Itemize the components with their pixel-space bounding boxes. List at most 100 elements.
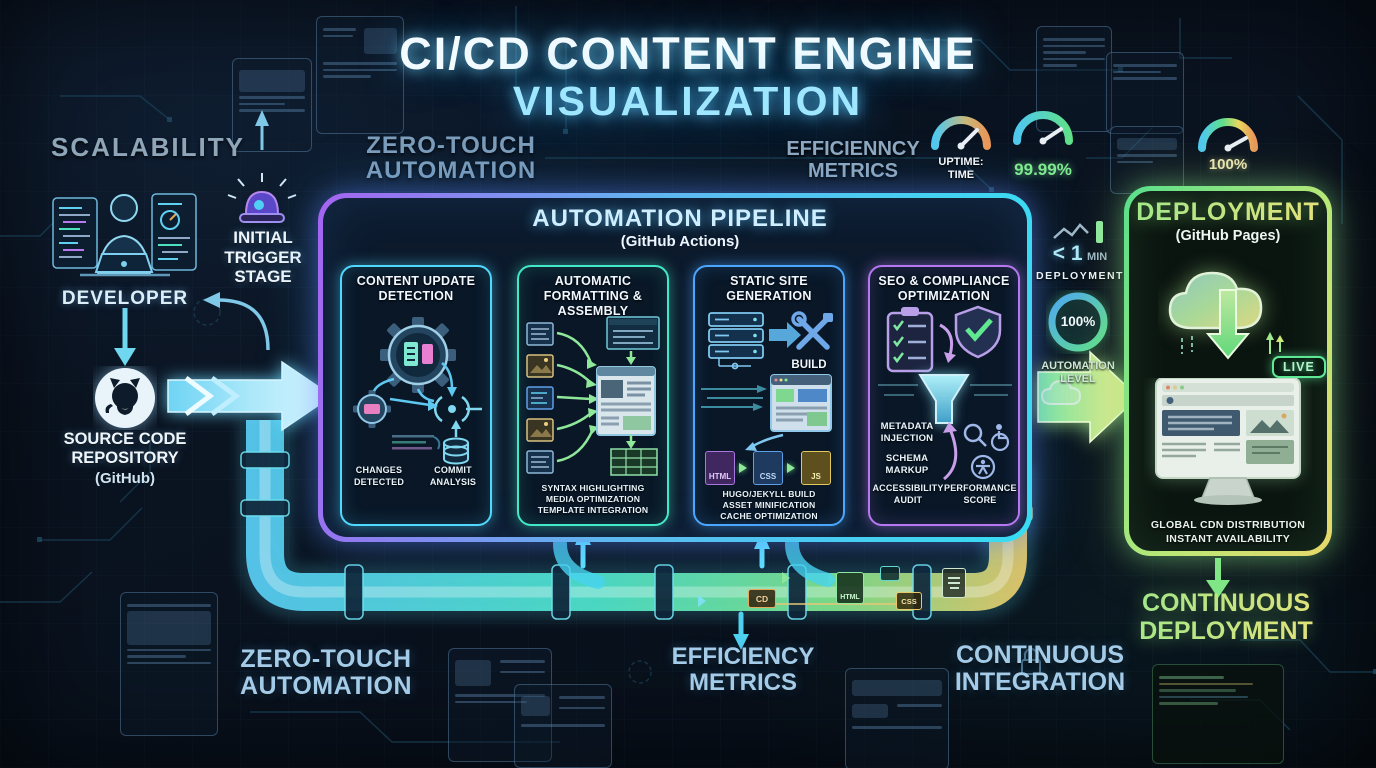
speed-lines	[701, 385, 767, 411]
stage1-art	[353, 317, 482, 465]
stage1-item-commit-analysis: COMMIT ANALYSIS	[429, 465, 477, 487]
stage-automatic-formatting-assembly: AUTOMATIC FORMATTING & ASSEMBLY	[517, 265, 669, 526]
stage3-art	[701, 311, 833, 451]
stage1-item-changes-detected: CHANGES DETECTED	[353, 465, 405, 487]
stage2-title: AUTOMATIC FORMATTING & ASSEMBLY	[543, 274, 643, 318]
stage1-title: CONTENT UPDATE DETECTION	[356, 274, 476, 303]
deployment-time-unit: MIN	[1087, 251, 1108, 263]
microcode-lines	[392, 435, 441, 450]
arrow-right-icon	[739, 463, 747, 473]
assembled-page-mock	[596, 366, 656, 436]
scalability-label: SCALABILITY	[51, 132, 245, 162]
deployment-sparkline	[1053, 221, 1103, 243]
code-editor-card	[1152, 664, 1284, 764]
checklist-clipboard-icon	[886, 307, 934, 373]
stage4-item-performance: PERFORMANCE SCORE	[944, 483, 1017, 505]
gear-icon	[380, 317, 456, 393]
developer-label: DEVELOPER	[61, 288, 189, 309]
generated-site-mock	[770, 374, 832, 432]
wireframe-card	[232, 58, 312, 152]
efficiency-bottom-label: EFFICIENCY METRICS	[671, 643, 815, 696]
wireframe-card	[1106, 52, 1184, 134]
pipe-branches	[553, 527, 835, 650]
stage4-title: SEO & COMPLIANCE OPTIMIZATION	[878, 274, 1010, 303]
uptime-gauge-label: UPTIME: TIME	[938, 156, 984, 182]
zero-touch-top-label: ZERO-TOUCH AUTOMATION	[365, 132, 537, 185]
signal-icon	[433, 395, 482, 423]
source-repo-sub-label: (GitHub)	[95, 470, 155, 487]
continuous-deployment-label: CONTINUOUS DEPLOYMENT	[1124, 589, 1328, 645]
source-repo-label: SOURCE CODE REPOSITORY	[63, 430, 187, 467]
deployment-cloud-icon	[1168, 271, 1284, 360]
developer-illustration	[52, 193, 197, 277]
stage2-art	[526, 316, 660, 476]
main-pipe	[238, 420, 1035, 620]
developer-to-repo-arrow	[114, 308, 136, 366]
table-grid-icon	[610, 435, 658, 476]
search-icon	[963, 423, 987, 447]
deployment-title: DEPLOYMENT	[1128, 198, 1328, 227]
page-title-line1: CI/CD CONTENT ENGINE	[399, 28, 977, 79]
trigger-arrows	[203, 110, 270, 351]
wireframe-card	[845, 668, 949, 768]
funnel-icon	[878, 374, 1012, 424]
pipeline-to-deployment-arrow	[1037, 350, 1140, 444]
database-icon	[443, 420, 469, 465]
stage-seo-compliance-optimization: SEO & COMPLIANCE OPTIMIZATION	[868, 265, 1020, 526]
code-block-icon	[526, 386, 554, 410]
chip-icon	[880, 566, 900, 581]
css-file-badge: CSS	[896, 592, 922, 610]
cd-file-badge: CD	[748, 589, 776, 608]
js-file-icon: JS	[801, 451, 831, 485]
wireframe-card	[1110, 126, 1184, 194]
assembly-arrows	[556, 331, 599, 463]
wireframe-card	[120, 592, 218, 736]
siren-icon	[227, 173, 297, 223]
stage3-title: STATIC SITE GENERATION	[726, 274, 812, 303]
html-file-icon: HTML	[705, 451, 735, 485]
gauge-mini-icon	[160, 210, 180, 230]
deployment-subtitle: (GitHub Pages)	[1175, 228, 1281, 244]
pipeline-title: AUTOMATION PIPELINE	[532, 205, 828, 232]
doc-icon-2	[526, 450, 554, 474]
shield-check-icon	[954, 305, 1002, 359]
stage3-items: HUGO/JEKYLL BUILD ASSET MINIFICATION CAC…	[720, 489, 818, 522]
automation-level-value: 100%	[1060, 314, 1096, 329]
build-tools-icon	[791, 311, 833, 350]
stage-static-site-generation: STATIC SITE GENERATION	[693, 265, 845, 526]
stage1-connector-arrows	[372, 362, 457, 411]
server-stack-icon	[708, 312, 764, 370]
deployment-box: DEPLOYMENT (GitHub Pages) LIVE	[1124, 186, 1332, 556]
deployment-monitor	[1155, 378, 1301, 505]
wireframe-card	[448, 648, 552, 762]
arrow-right-icon	[787, 463, 795, 473]
wireframe-card	[316, 16, 404, 134]
continuous-integration-label: CONTINUOUS INTEGRATION	[954, 641, 1126, 696]
github-icon	[95, 368, 155, 428]
deployment-down-arrow	[1206, 558, 1230, 598]
stage4-item-metadata: METADATA INJECTION	[880, 421, 934, 445]
cloud-icon	[1040, 379, 1082, 405]
html-doc-badge: HTML	[836, 572, 864, 604]
uptime-gauge	[931, 116, 991, 150]
zero-touch-bottom-label: ZERO-TOUCH AUTOMATION	[239, 645, 413, 700]
deployment-time-value: < 1	[1052, 242, 1083, 265]
efficiency-top-label: EFFICIENNCY METRICS	[786, 138, 920, 182]
build-label: BUILD	[791, 359, 827, 371]
stage-content-update-detection: CONTENT UPDATE DETECTION	[340, 265, 492, 526]
arrow-schema-to-funnel	[943, 428, 958, 481]
deployment-time: < 1 MIN	[1038, 242, 1122, 266]
wireframe-card	[1036, 26, 1112, 132]
stage4-art	[878, 305, 1012, 481]
initial-trigger-stage-label: INITIAL TRIGGER STAGE	[224, 228, 302, 287]
automation-level-ring	[1048, 292, 1108, 352]
doc-chip-pink	[422, 344, 433, 364]
small-gear-icon	[353, 390, 391, 428]
page-title-line2: VISUALIZATION	[512, 78, 864, 124]
laptop-icon	[94, 253, 154, 273]
top-right-gauge-value: 100%	[1208, 156, 1248, 173]
accessibility-wheelchair-icon	[990, 424, 1010, 452]
image-icon	[526, 354, 554, 378]
